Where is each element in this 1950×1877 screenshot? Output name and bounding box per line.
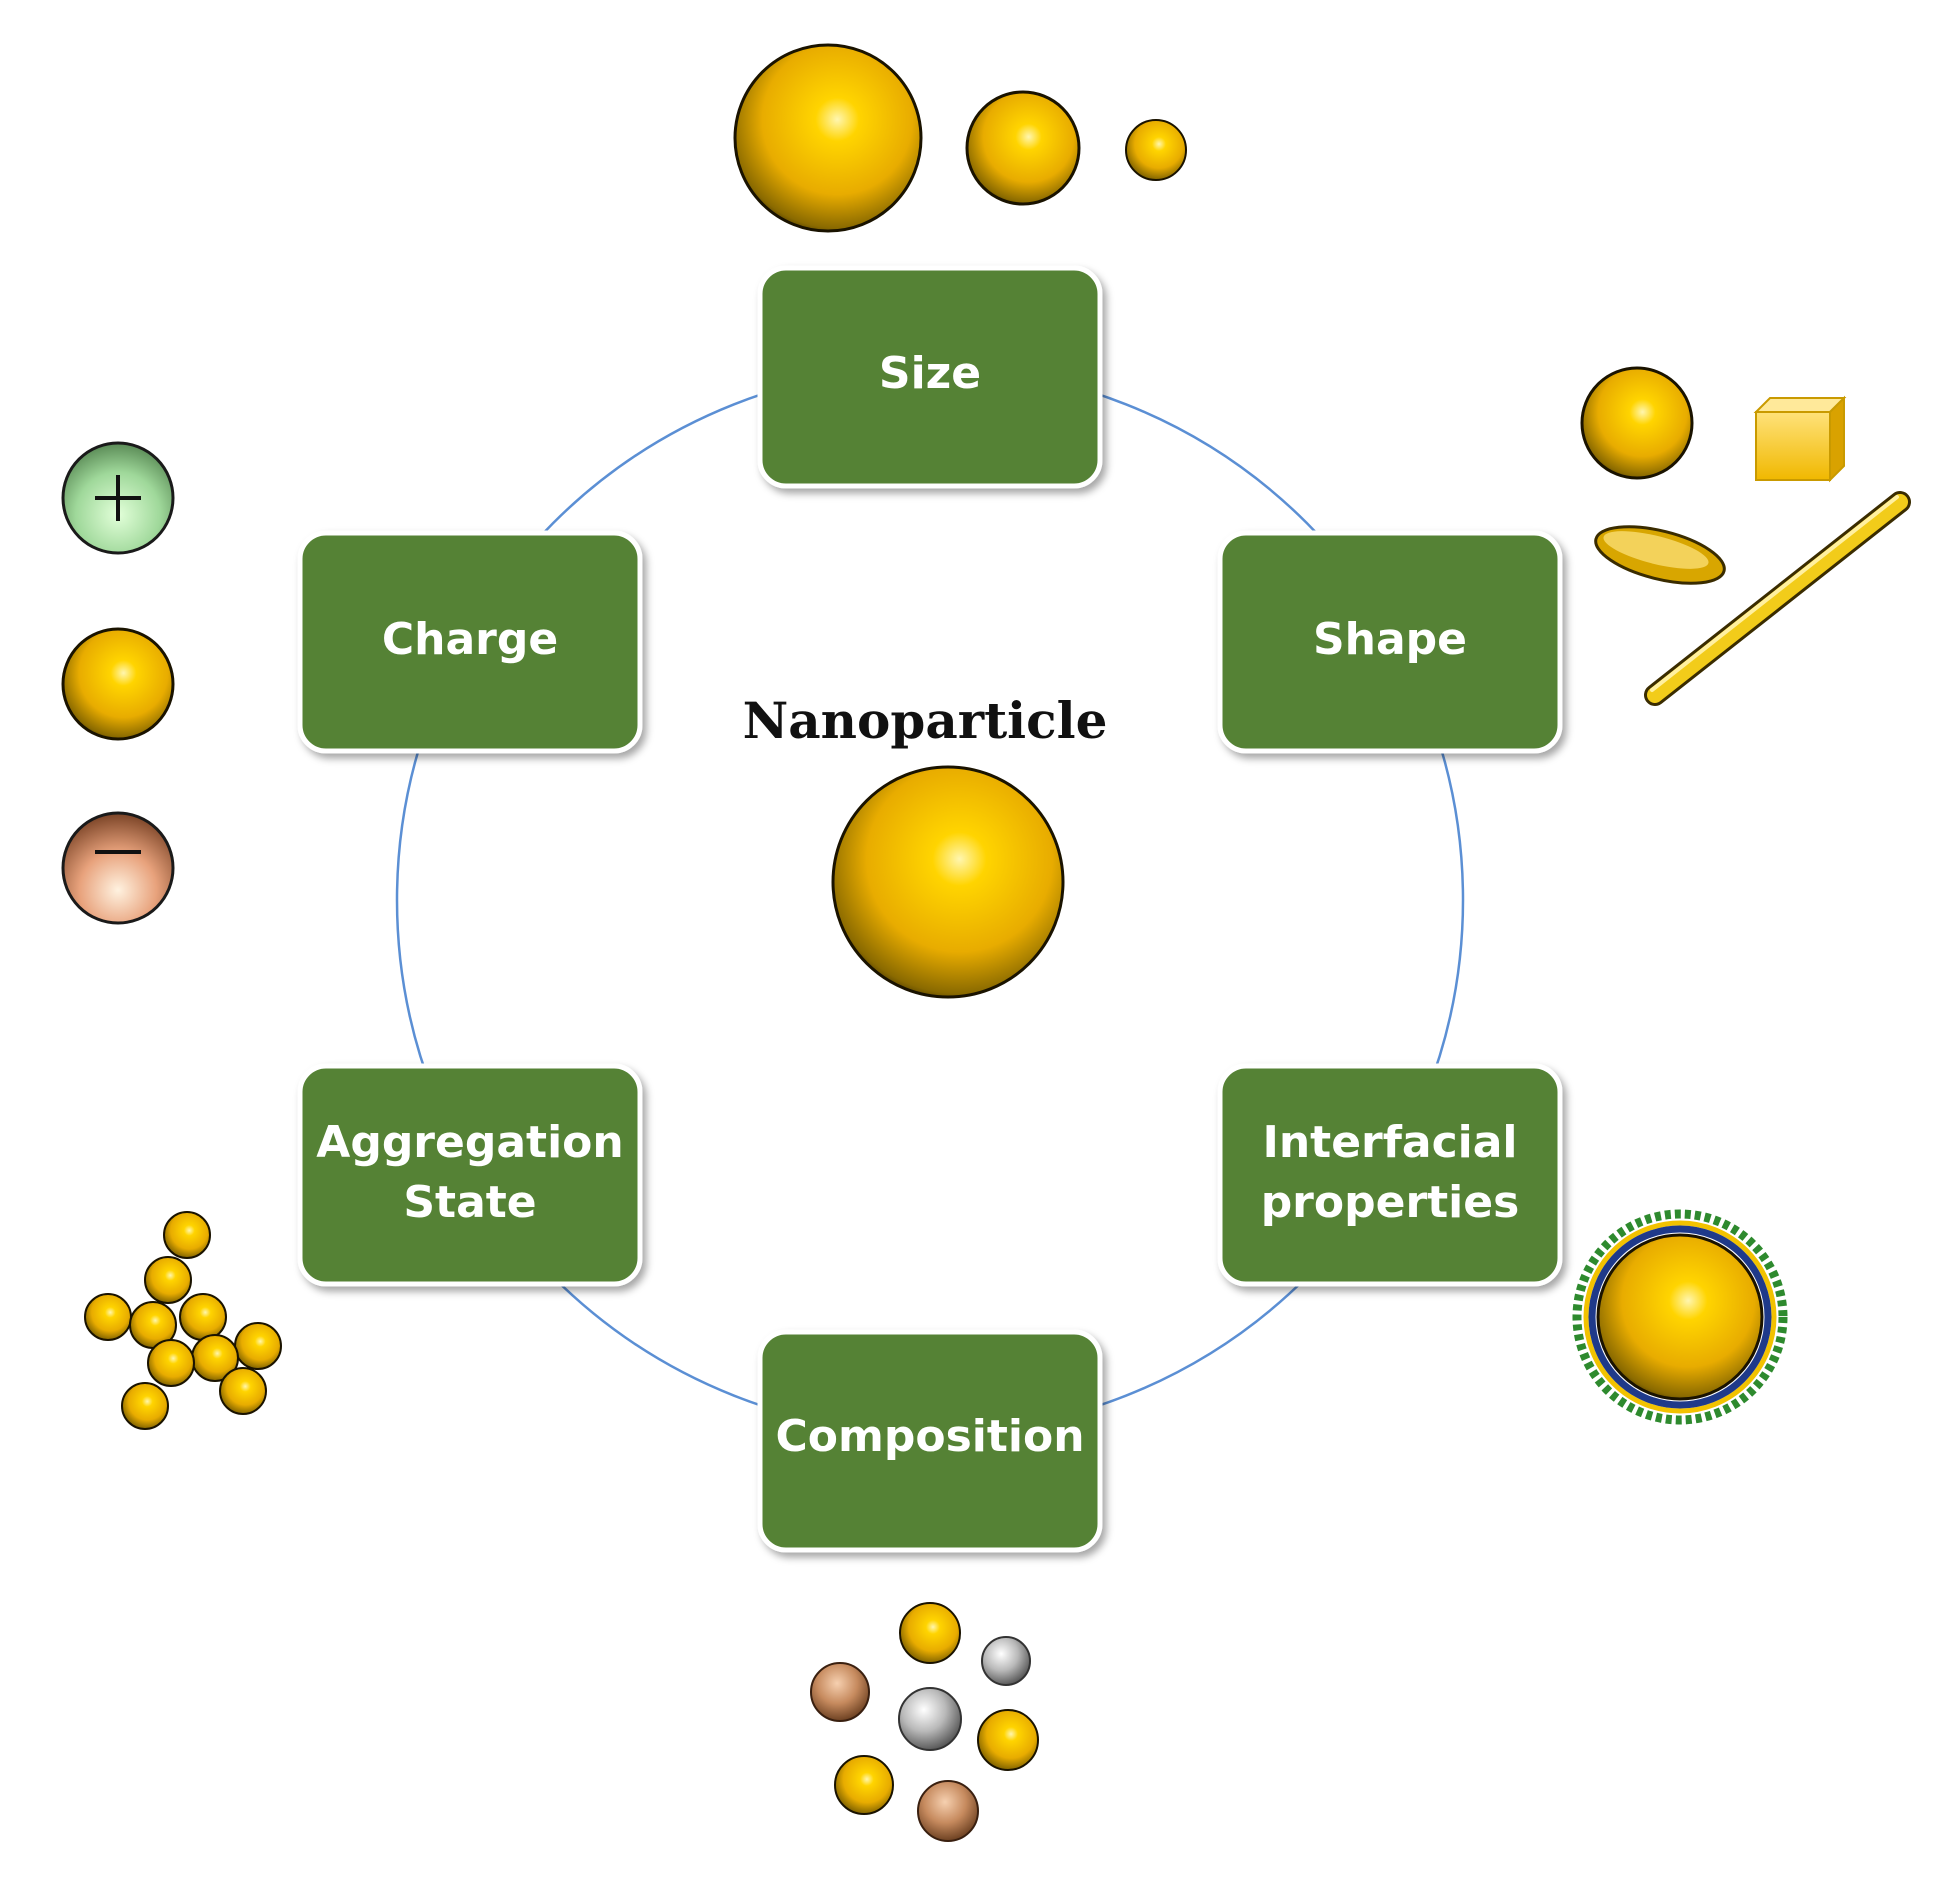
neutral-charge-icon bbox=[61, 627, 175, 741]
rod-shape-icon bbox=[1644, 491, 1911, 706]
box-shape: Shape bbox=[1217, 530, 1563, 754]
silver-sphere-icon bbox=[898, 1687, 962, 1751]
cube-shape-icon bbox=[1753, 395, 1847, 483]
copper-sphere-icon bbox=[810, 1662, 870, 1722]
aggregation-label-line-2: State bbox=[403, 1177, 536, 1228]
aggregation-label-line-1: Aggregation bbox=[316, 1117, 623, 1168]
positive-charge-icon bbox=[61, 441, 175, 555]
size-label: Size bbox=[879, 348, 981, 399]
composition-illustration bbox=[810, 1602, 1039, 1842]
cluster-sphere-icon bbox=[219, 1367, 267, 1415]
box-size: Size bbox=[757, 265, 1103, 489]
interfacial-label-line-2: properties bbox=[1261, 1177, 1520, 1228]
gold-sphere-icon bbox=[834, 1755, 894, 1815]
copper-sphere-icon bbox=[917, 1780, 979, 1842]
composition-label: Composition bbox=[775, 1411, 1084, 1462]
shape-label: Shape bbox=[1313, 614, 1467, 665]
interfacial-illustration bbox=[1572, 1209, 1788, 1425]
gold-sphere-icon bbox=[977, 1709, 1039, 1771]
gold-sphere-icon bbox=[899, 1602, 961, 1664]
box-composition: Composition bbox=[757, 1329, 1103, 1553]
box-interfacial-properties: Interfacial properties bbox=[1217, 1063, 1563, 1287]
center-label: Nanoparticle bbox=[743, 691, 1108, 750]
center-nanoparticle: Nanoparticle bbox=[743, 691, 1108, 999]
interfacial-label-line-1: Interfacial bbox=[1262, 1117, 1517, 1168]
cluster-sphere-icon bbox=[144, 1256, 192, 1304]
cluster-sphere-icon bbox=[84, 1293, 132, 1341]
green-coating-icon bbox=[1572, 1209, 1788, 1425]
sphere-shape-icon bbox=[1580, 366, 1694, 480]
disc-shape-icon bbox=[1594, 525, 1726, 585]
small-sphere-icon bbox=[1125, 119, 1187, 181]
size-illustration bbox=[733, 43, 1187, 233]
gold-nanoparticle-icon bbox=[831, 765, 1065, 999]
cluster-sphere-icon bbox=[234, 1322, 282, 1370]
large-sphere-icon bbox=[733, 43, 923, 233]
shape-illustration bbox=[1580, 366, 1911, 706]
silver-sphere-icon bbox=[981, 1636, 1031, 1686]
cluster-sphere-icon bbox=[121, 1382, 169, 1430]
box-charge: Charge bbox=[297, 530, 643, 754]
box-aggregation-state: Aggregation State bbox=[297, 1063, 643, 1287]
coated-particle-icon bbox=[1596, 1233, 1764, 1401]
charge-label: Charge bbox=[382, 614, 558, 665]
cluster-sphere-icon bbox=[147, 1339, 195, 1387]
cluster-sphere-icon bbox=[163, 1211, 211, 1259]
medium-sphere-icon bbox=[965, 90, 1081, 206]
cluster-sphere-icon bbox=[179, 1293, 227, 1341]
charge-illustration bbox=[61, 441, 175, 925]
aggregation-illustration bbox=[84, 1211, 282, 1430]
negative-charge-icon bbox=[61, 811, 175, 925]
